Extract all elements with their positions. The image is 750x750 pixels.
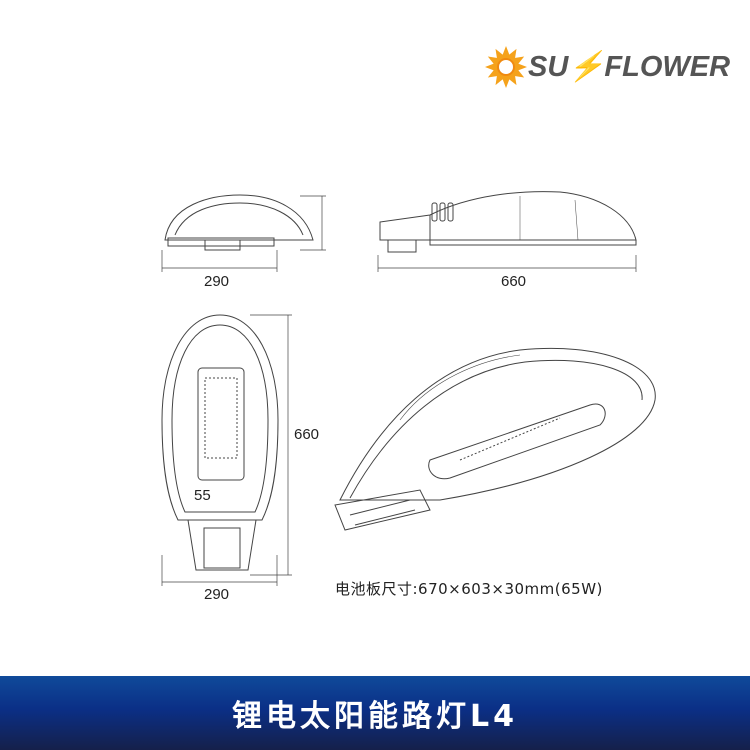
top-width-label: 290 — [204, 586, 230, 603]
front-width-label: 290 — [204, 273, 230, 290]
banner-title: 锂电太阳能路灯L4 — [232, 699, 518, 734]
isometric-view — [334, 347, 656, 531]
side-view — [377, 191, 637, 272]
panel-size-caption: 电池板尺寸:670×603×30mm(65W) — [335, 580, 603, 598]
title-banner: 锂电太阳能路灯L4 — [0, 676, 750, 750]
top-length-label: 660 — [294, 426, 320, 443]
sunflower-icon — [485, 46, 527, 88]
front-view — [161, 194, 326, 272]
brand-logo-text: SU⚡FLOWER — [528, 51, 731, 83]
top-inner-label: 55 — [194, 487, 211, 504]
side-length-label: 660 — [501, 273, 527, 290]
top-view — [161, 314, 292, 586]
